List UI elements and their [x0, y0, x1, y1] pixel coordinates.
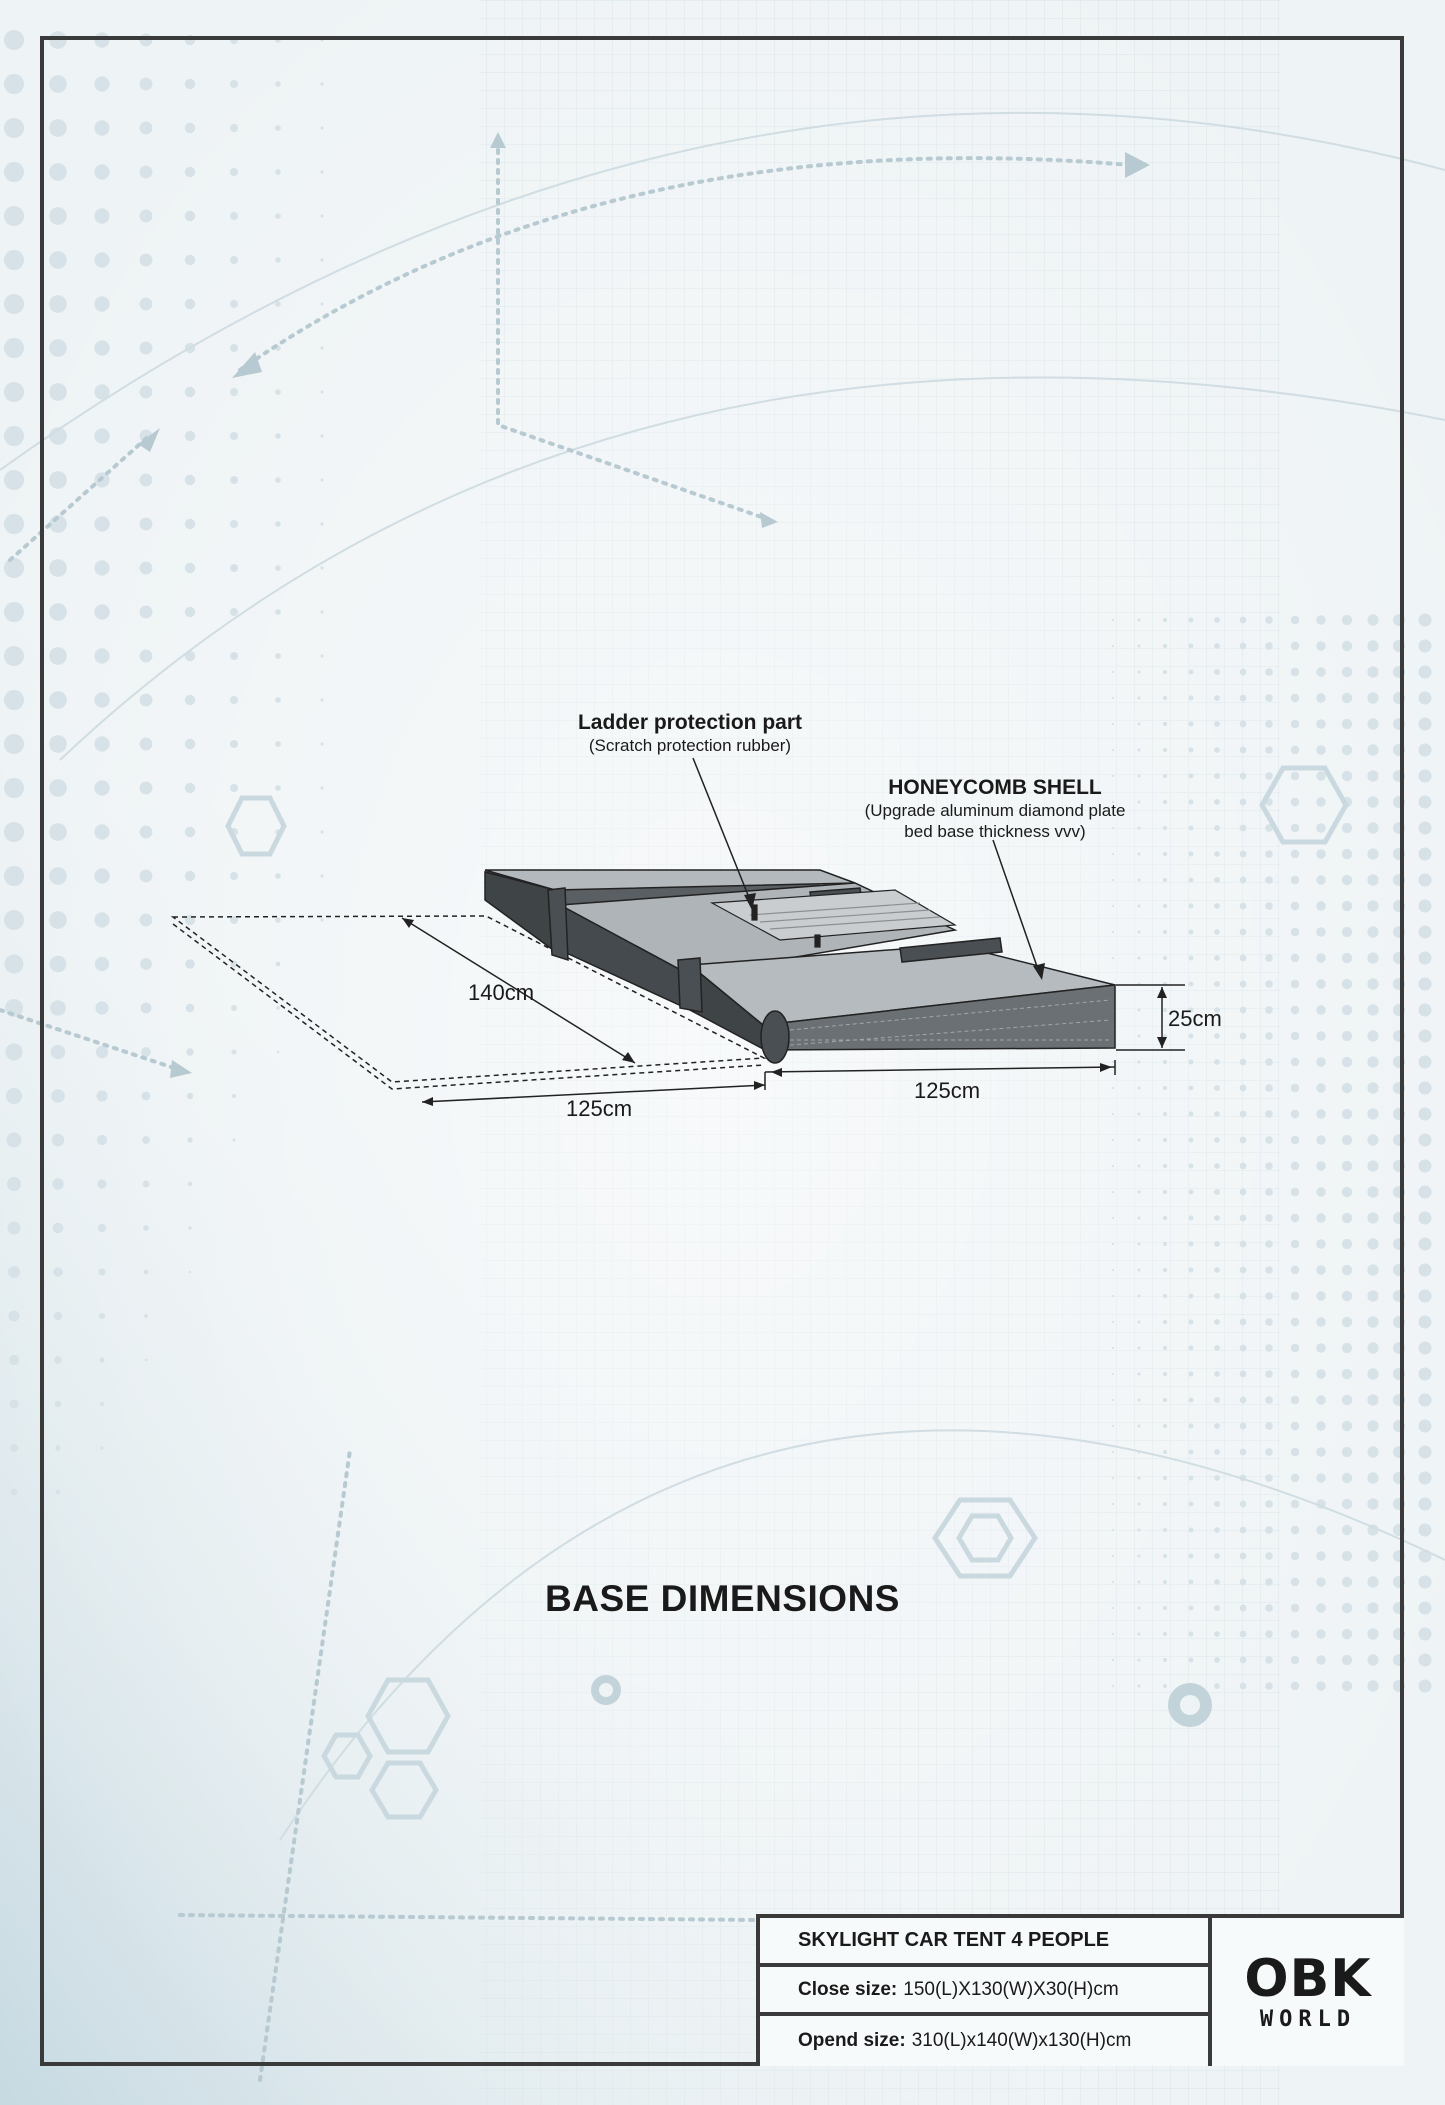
ladder-callout-title: Ladder protection part — [577, 711, 803, 734]
spec-row-open-size: Opend size: 310(L)x140(W)x130(H)cm — [760, 2016, 1208, 2065]
page-frame — [40, 36, 1404, 2066]
ladder-callout-subtitle: (Scratch protection rubber) — [588, 736, 792, 755]
ladder-callout: Ladder protection part (Scratch protecti… — [540, 711, 840, 756]
logo-main-text: OBK — [1244, 1948, 1372, 2009]
closed-width-dimension-label: 125cm — [914, 1078, 981, 1103]
honeycomb-callout-subtitle-1: (Upgrade aluminum diamond plate — [864, 801, 1126, 820]
callout-leaders — [692, 757, 1041, 976]
honeycomb-callout-subtitle-2: bed base thickness vvv) — [904, 822, 1086, 841]
open-width-dimension-label: 125cm — [566, 1096, 633, 1121]
open-size-value: 310(L)x140(W)x130(H)cm — [911, 2029, 1132, 2051]
page-title: BASE DIMENSIONS — [545, 1578, 900, 1619]
product-name: SKYLIGHT CAR TENT 4 PEOPLE — [798, 1929, 1110, 1951]
spec-row-close-size: Close size: 150(L)X130(W)X30(H)cm — [760, 1967, 1208, 2016]
open-size-label: Opend size: — [798, 2029, 906, 2051]
close-size-value: 150(L)X130(W)X30(H)cm — [903, 1978, 1119, 2000]
height-dimension-label: 25cm — [1168, 1006, 1222, 1031]
honeycomb-callout-title: HONEYCOMB SHELL — [888, 776, 1102, 799]
logo-sub-text: WORLD — [1259, 2006, 1357, 2032]
spec-table: SKYLIGHT CAR TENT 4 PEOPLE Close size: 1… — [756, 1914, 1208, 2066]
spec-row-product: SKYLIGHT CAR TENT 4 PEOPLE — [760, 1918, 1208, 1967]
ladder-icon — [709, 889, 957, 948]
opened-panel-outline — [170, 915, 767, 1090]
depth-dimension-label: 140cm — [468, 980, 535, 1005]
honeycomb-callout: HONEYCOMB SHELL (Upgrade aluminum diamon… — [810, 776, 1180, 842]
front-panel — [688, 944, 1116, 1064]
straps — [547, 887, 1003, 1013]
brand-logo: OBK WORLD — [1208, 1914, 1404, 2066]
close-size-label: Close size: — [798, 1978, 898, 2000]
